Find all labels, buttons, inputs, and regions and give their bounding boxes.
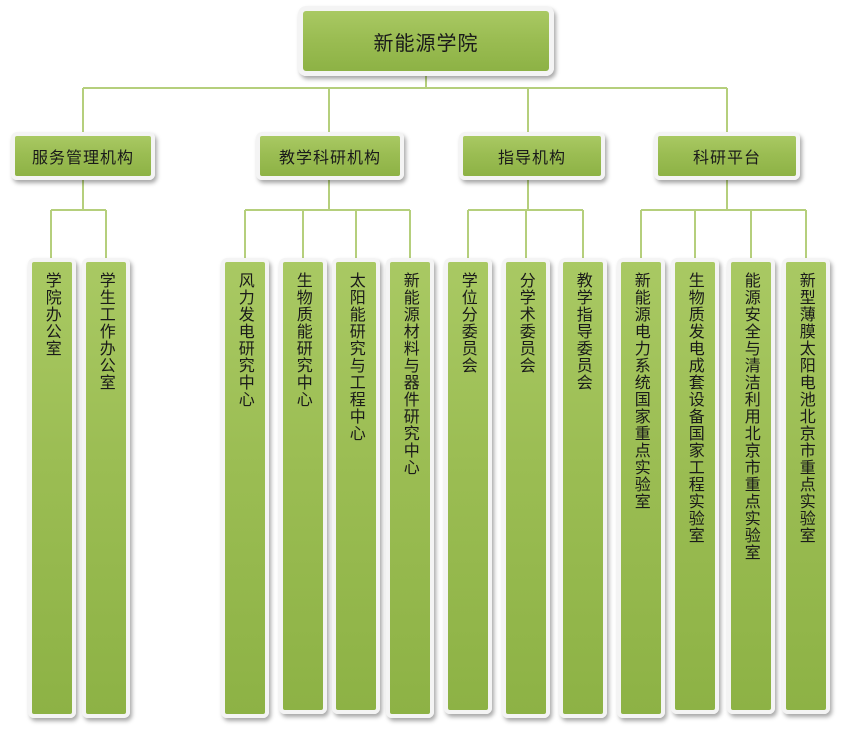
leaf-node: 生物质能研究中心 <box>279 258 327 714</box>
leaf-node: 学生工作办公室 <box>82 258 130 718</box>
leaf-node: 分学术委员会 <box>502 258 550 718</box>
leaf-label: 太阳能研究与工程中心 <box>346 272 366 442</box>
leaf-node: 新型薄膜太阳电池北京市重点实验室 <box>782 258 830 714</box>
leaf-node: 学位分委员会 <box>444 258 492 714</box>
root-title: 新能源学院 <box>373 30 479 55</box>
leaf-label: 学院办公室 <box>42 272 62 357</box>
leaf-label: 生物质发电成套设备国家工程实验室 <box>685 272 705 544</box>
category-label: 指导机构 <box>497 148 566 167</box>
leaf-label: 新型薄膜太阳电池北京市重点实验室 <box>796 272 816 544</box>
leaf-node: 太阳能研究与工程中心 <box>332 258 380 714</box>
leaf-node: 新能源材料与器件研究中心 <box>386 258 434 718</box>
leaf-node: 学院办公室 <box>28 258 76 718</box>
leaf-label: 新能源材料与器件研究中心 <box>400 272 420 476</box>
leaf-node: 新能源电力系统国家重点实验室 <box>617 258 665 718</box>
category-teaching-research: 教学科研机构 <box>256 132 404 180</box>
leaf-node: 风力发电研究中心 <box>221 258 269 718</box>
leaf-node: 生物质发电成套设备国家工程实验室 <box>671 258 719 714</box>
leaf-label: 能源安全与清洁利用北京市重点实验室 <box>741 272 761 561</box>
leaf-label: 教学指导委员会 <box>573 272 593 391</box>
leaf-label: 风力发电研究中心 <box>235 272 255 408</box>
leaf-node: 教学指导委员会 <box>559 258 607 718</box>
category-label: 服务管理机构 <box>31 148 134 167</box>
leaf-node: 能源安全与清洁利用北京市重点实验室 <box>727 258 775 714</box>
leaf-label: 分学术委员会 <box>516 272 536 374</box>
category-research-platform: 科研平台 <box>654 132 800 180</box>
leaf-label: 学生工作办公室 <box>96 272 116 391</box>
root-node: 新能源学院 <box>298 6 554 76</box>
leaf-label: 生物质能研究中心 <box>293 272 313 408</box>
category-service-management: 服务管理机构 <box>11 132 155 180</box>
category-label: 科研平台 <box>692 148 761 167</box>
category-label: 教学科研机构 <box>278 148 381 167</box>
category-guidance: 指导机构 <box>459 132 605 180</box>
leaf-label: 学位分委员会 <box>458 272 478 374</box>
leaf-label: 新能源电力系统国家重点实验室 <box>631 272 651 510</box>
